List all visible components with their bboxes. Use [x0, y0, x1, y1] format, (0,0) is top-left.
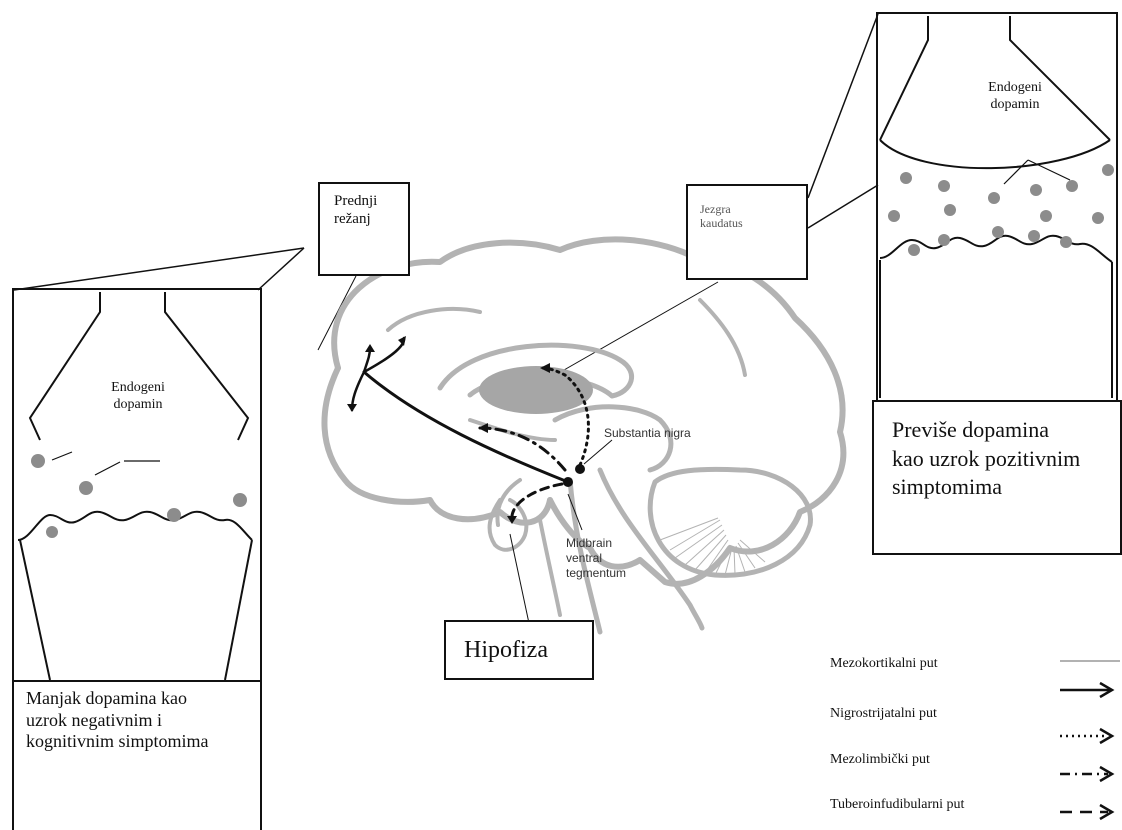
prednji-rezanj-label: Prednji režanj [334, 192, 394, 228]
hipofiza-box: Hipofiza [444, 620, 594, 680]
jezgra-kaudatus-label: Jezgra kaudatus [700, 202, 760, 231]
pathways [352, 338, 588, 520]
legend-nigrostrijatalni: Nigrostrijatalni put [830, 706, 937, 722]
caudate-nucleus [479, 366, 593, 414]
jezgra-kaudatus-box: Jezgra kaudatus [686, 184, 808, 280]
tuberoinfundibular-path [512, 484, 562, 520]
midbrain-label: Midbrain ventral tegmentum [566, 536, 638, 581]
legend-mezolimbicki: Mezolimbički put [830, 752, 930, 768]
right-caption: Previše dopamina kao uzrok pozitivnim si… [892, 416, 1082, 502]
right-panel [876, 12, 1118, 402]
left-panel [12, 288, 262, 683]
legend-mezokortikalni: Mezokortikalni put [830, 656, 938, 672]
substantia-nigra-label: Substantia nigra [604, 426, 691, 440]
left-caption: Manjak dopamina kao uzrok negativnim i k… [26, 688, 231, 753]
endogeni-left-label: Endogeni dopamin [98, 380, 178, 414]
right-caption-box: Previše dopamina kao uzrok pozitivnim si… [872, 400, 1122, 555]
ventral-tegmentum-dot [563, 477, 573, 487]
legend-tuberoinfudibularni: Tuberoinfudibularni put [830, 797, 964, 813]
substantia-nigra-dot [575, 464, 585, 474]
legend-symbols [1060, 661, 1120, 819]
hipofiza-label: Hipofiza [464, 636, 548, 665]
left-caption-box: Manjak dopamina kao uzrok negativnim i k… [12, 680, 262, 830]
endogeni-right-label: Endogeni dopamin [975, 80, 1055, 114]
prednji-rezanj-box: Prednji režanj [318, 182, 410, 276]
